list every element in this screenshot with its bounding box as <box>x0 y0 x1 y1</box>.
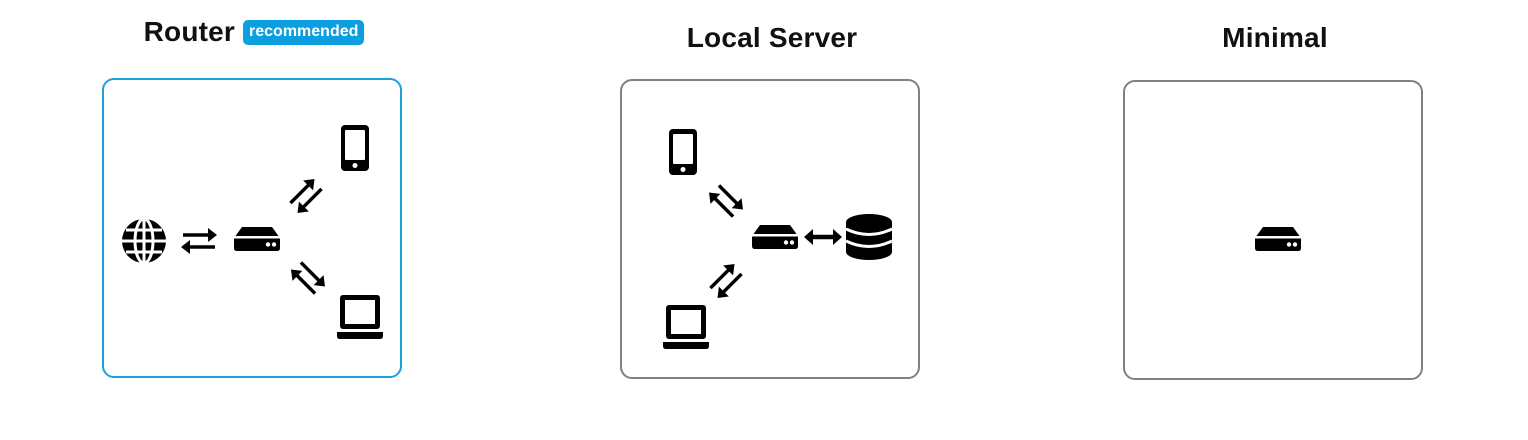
option-header: Router recommended <box>84 16 424 48</box>
double-arrow-icon <box>804 229 842 245</box>
swap-arrows-icon <box>179 226 219 256</box>
option-title: Minimal <box>1222 22 1328 53</box>
option-title: Local Server <box>686 22 858 53</box>
laptop-icon <box>337 295 383 339</box>
option-header: Minimal <box>1105 22 1445 54</box>
smartphone-icon <box>341 125 369 171</box>
recommended-badge: recommended <box>243 19 365 45</box>
router-icon <box>752 225 798 249</box>
swap-arrows-icon <box>702 257 750 305</box>
database-icon <box>844 212 894 262</box>
option-header: Local Server <box>602 22 942 54</box>
option-minimal: Minimal <box>1105 0 1445 440</box>
router-icon <box>1255 227 1301 251</box>
router-icon <box>234 227 280 251</box>
option-card-local-server[interactable] <box>620 79 920 379</box>
option-card-router[interactable] <box>102 78 402 378</box>
option-local-server: Local Server <box>602 0 942 440</box>
option-title: Router <box>143 16 236 47</box>
swap-arrows-icon <box>282 172 330 220</box>
swap-arrows-icon <box>284 254 332 302</box>
smartphone-icon <box>669 129 697 175</box>
globe-icon <box>120 217 168 265</box>
option-router: Router recommended <box>84 0 424 440</box>
option-card-minimal[interactable] <box>1123 80 1423 380</box>
laptop-icon <box>663 305 709 349</box>
swap-arrows-icon <box>702 177 750 225</box>
